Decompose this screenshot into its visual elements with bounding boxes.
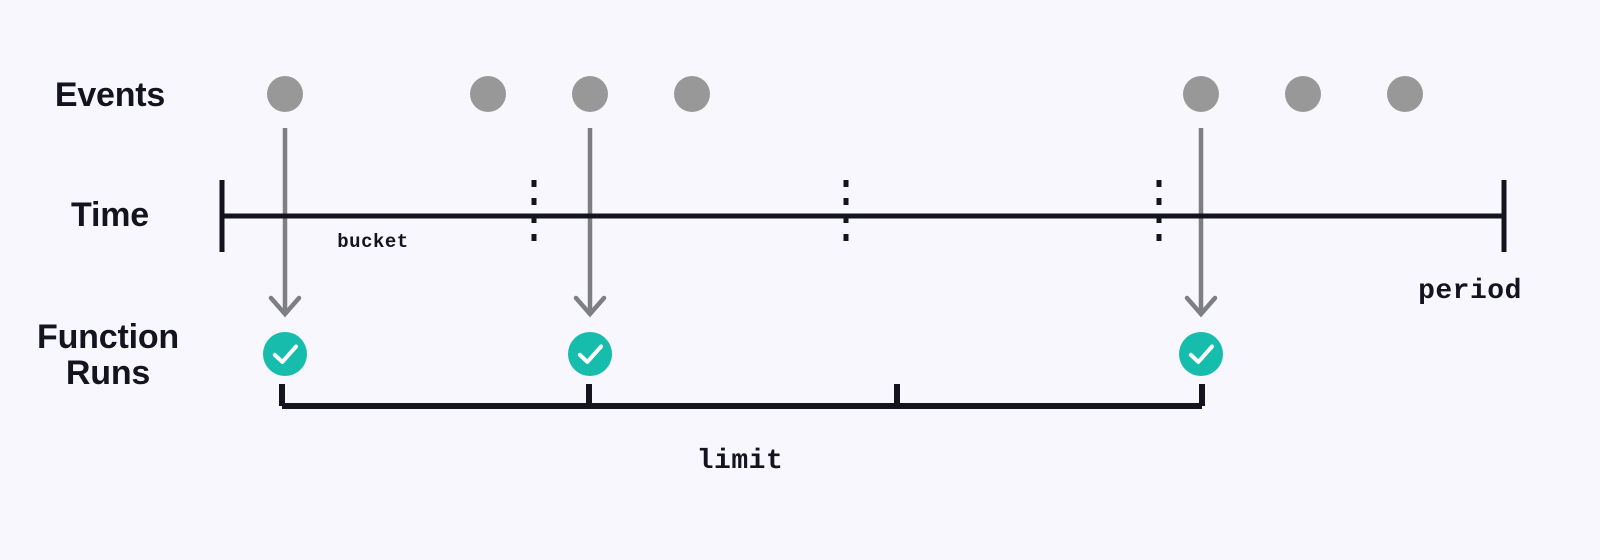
events-row-label: Events: [55, 76, 165, 114]
check-icon: [1188, 344, 1214, 364]
function-run-1-circle: [263, 332, 307, 376]
function-run-1: [263, 332, 307, 376]
function-run-3-circle: [1179, 332, 1223, 376]
event-to-run-arrow-3: [1184, 128, 1218, 318]
check-icon: [577, 344, 603, 364]
limit-label: limit: [697, 446, 784, 477]
event-to-run-arrows: [268, 128, 1218, 318]
period-label: period: [1418, 276, 1522, 307]
time-row-label: Time: [71, 196, 149, 234]
function-runs-row-label-line1: Function: [37, 318, 179, 356]
event-dot-6: [1285, 76, 1321, 112]
time-axis: [219, 180, 1507, 252]
check-icon: [272, 344, 298, 364]
event-to-run-arrow-1: [268, 128, 302, 318]
event-dot-3: [572, 76, 608, 112]
function-run-3: [1179, 332, 1223, 376]
event-to-run-arrow-3-head: [1184, 295, 1218, 318]
event-dot-2: [470, 76, 506, 112]
events-track: [267, 76, 1423, 112]
function-runs-row-label-line2: Runs: [66, 354, 150, 392]
event-dot-4: [674, 76, 710, 112]
event-to-run-arrow-1-head: [268, 295, 302, 318]
function-run-2: [568, 332, 612, 376]
event-to-run-arrow-2-head: [573, 295, 607, 318]
limit-bracket: [279, 384, 1205, 409]
event-to-run-arrow-2: [573, 128, 607, 318]
bucket-label: bucket: [337, 231, 408, 253]
function-runs-track: [263, 332, 1223, 376]
function-run-2-circle: [568, 332, 612, 376]
event-dot-7: [1387, 76, 1423, 112]
event-dot-1: [267, 76, 303, 112]
event-dot-5: [1183, 76, 1219, 112]
